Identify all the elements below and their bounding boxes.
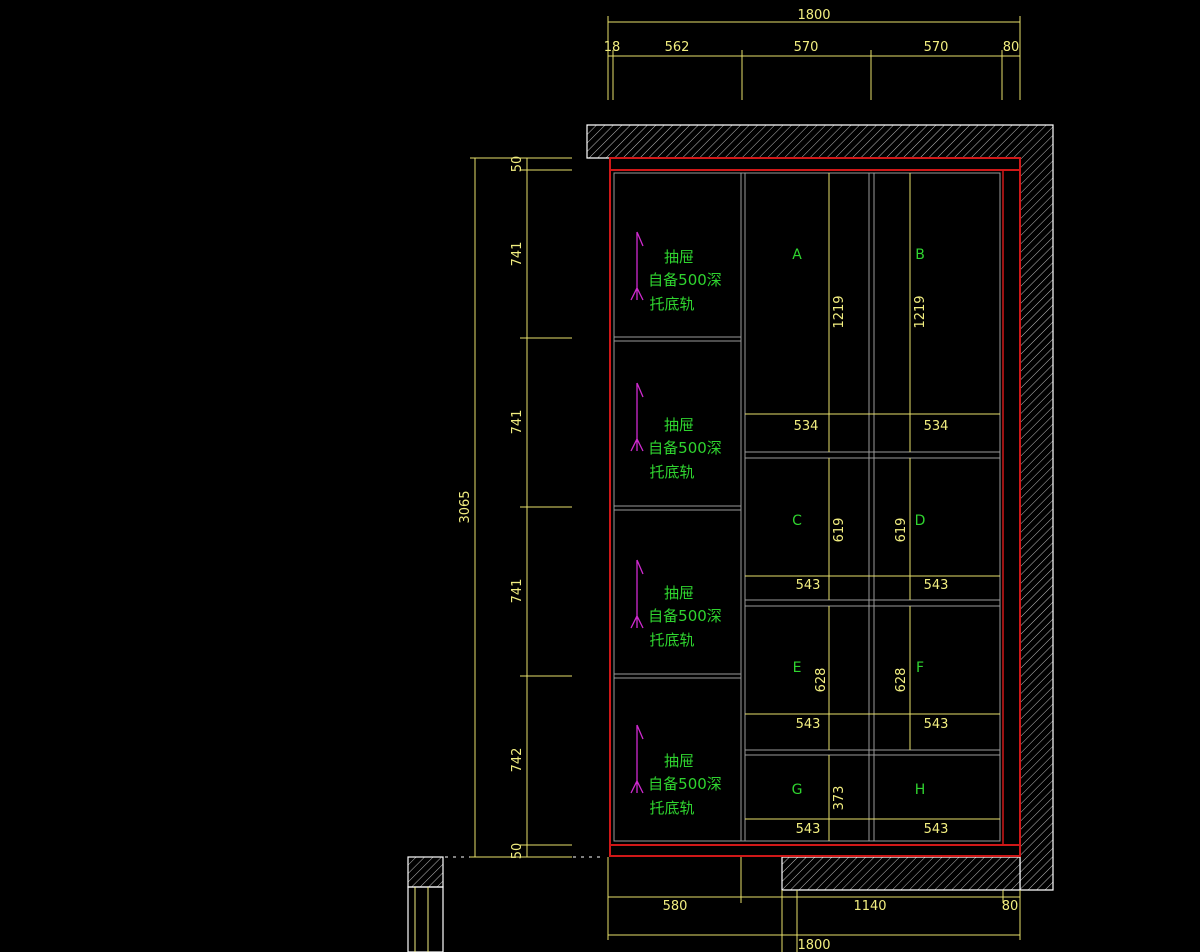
- ab-width-right: 534: [924, 419, 949, 434]
- drawer-4: 抽屉 自备500深 托底轨: [630, 724, 722, 817]
- top-dim-4: 570: [924, 40, 949, 55]
- top-dim-5: 80: [1003, 40, 1020, 55]
- cd-height-right: 619: [894, 518, 909, 543]
- compartment-e: E: [793, 660, 802, 676]
- wall-bottom: [781, 856, 1021, 891]
- drawer-arrow-icon: [630, 382, 644, 452]
- drawer-note-line3: 托底轨: [649, 631, 694, 649]
- drawer-3: 抽屉 自备500深 托底轨: [630, 559, 722, 649]
- drawer-note-line1: 抽屉: [664, 752, 694, 770]
- ef-width-right: 543: [924, 717, 949, 732]
- compartment-g: G: [792, 782, 803, 798]
- drawer-1: 抽屉 自备500深 托底轨: [630, 231, 722, 313]
- drawer-note-line1: 抽屉: [664, 416, 694, 434]
- left-dim-1: 50: [510, 156, 525, 173]
- drawer-note-line2: 自备500深: [648, 607, 722, 625]
- wall-stub-left: [407, 856, 444, 888]
- bottom-dim-1: 580: [663, 899, 688, 914]
- drawer-note-line2: 自备500深: [648, 439, 722, 457]
- cabinet-panels: [613, 172, 1001, 842]
- top-dim-3: 570: [794, 40, 819, 55]
- cd-width-left: 543: [796, 578, 821, 593]
- compartment-h: H: [915, 782, 926, 798]
- wall-stub-left-post: [407, 886, 444, 952]
- cd-width-right: 543: [924, 578, 949, 593]
- gh-width-left: 543: [796, 822, 821, 837]
- left-dim-3: 741: [510, 410, 525, 435]
- drawer-note-line3: 托底轨: [649, 295, 694, 313]
- cd-height-left: 619: [832, 518, 847, 543]
- ab-height-right: 1219: [913, 295, 928, 328]
- left-dim-4: 741: [510, 579, 525, 604]
- drawer-note-line1: 抽屉: [664, 584, 694, 602]
- wall-group: [407, 124, 1054, 952]
- top-dim-2: 562: [665, 40, 690, 55]
- drawer-note-line2: 自备500深: [648, 271, 722, 289]
- compartment-b: B: [915, 247, 925, 263]
- left-dim-total: 3065: [458, 490, 473, 523]
- bottom-dim-total: 1800: [797, 938, 830, 952]
- top-dim-1: 18: [604, 40, 621, 55]
- bottom-dim-2: 1140: [853, 899, 886, 914]
- compartment-a: A: [792, 247, 802, 263]
- top-dimensions: [607, 16, 1021, 100]
- left-dim-2: 741: [510, 242, 525, 267]
- ab-height-left: 1219: [832, 295, 847, 328]
- top-dim-total: 1800: [797, 8, 830, 23]
- drawer-note-line3: 托底轨: [649, 799, 694, 817]
- drawer-note-line1: 抽屉: [664, 248, 694, 266]
- gh-height: 373: [832, 786, 847, 811]
- drawer-arrow-icon: [630, 724, 644, 794]
- left-dimensions: [470, 157, 572, 858]
- drawer-note-line3: 托底轨: [649, 463, 694, 481]
- ef-width-left: 543: [796, 717, 821, 732]
- ef-height-right: 628: [894, 668, 909, 693]
- bottom-dimensions: [607, 857, 1021, 952]
- bottom-dim-3: 80: [1002, 899, 1019, 914]
- drawer-2: 抽屉 自备500深 托底轨: [630, 382, 722, 481]
- drawer-arrow-icon: [630, 559, 644, 629]
- ef-height-left: 628: [814, 668, 829, 693]
- compartment-d: D: [915, 513, 926, 529]
- compartment-c: C: [792, 513, 802, 529]
- ab-width-left: 534: [794, 419, 819, 434]
- gh-width-right: 543: [924, 822, 949, 837]
- left-dim-5: 742: [510, 748, 525, 773]
- drawer-note-line2: 自备500深: [648, 775, 722, 793]
- left-dim-6: 50: [510, 843, 525, 860]
- inner-dimension-lines: [745, 173, 1000, 841]
- compartment-f: F: [916, 660, 924, 676]
- drawer-arrow-icon: [630, 231, 644, 301]
- cabinet-outline: [609, 157, 1021, 857]
